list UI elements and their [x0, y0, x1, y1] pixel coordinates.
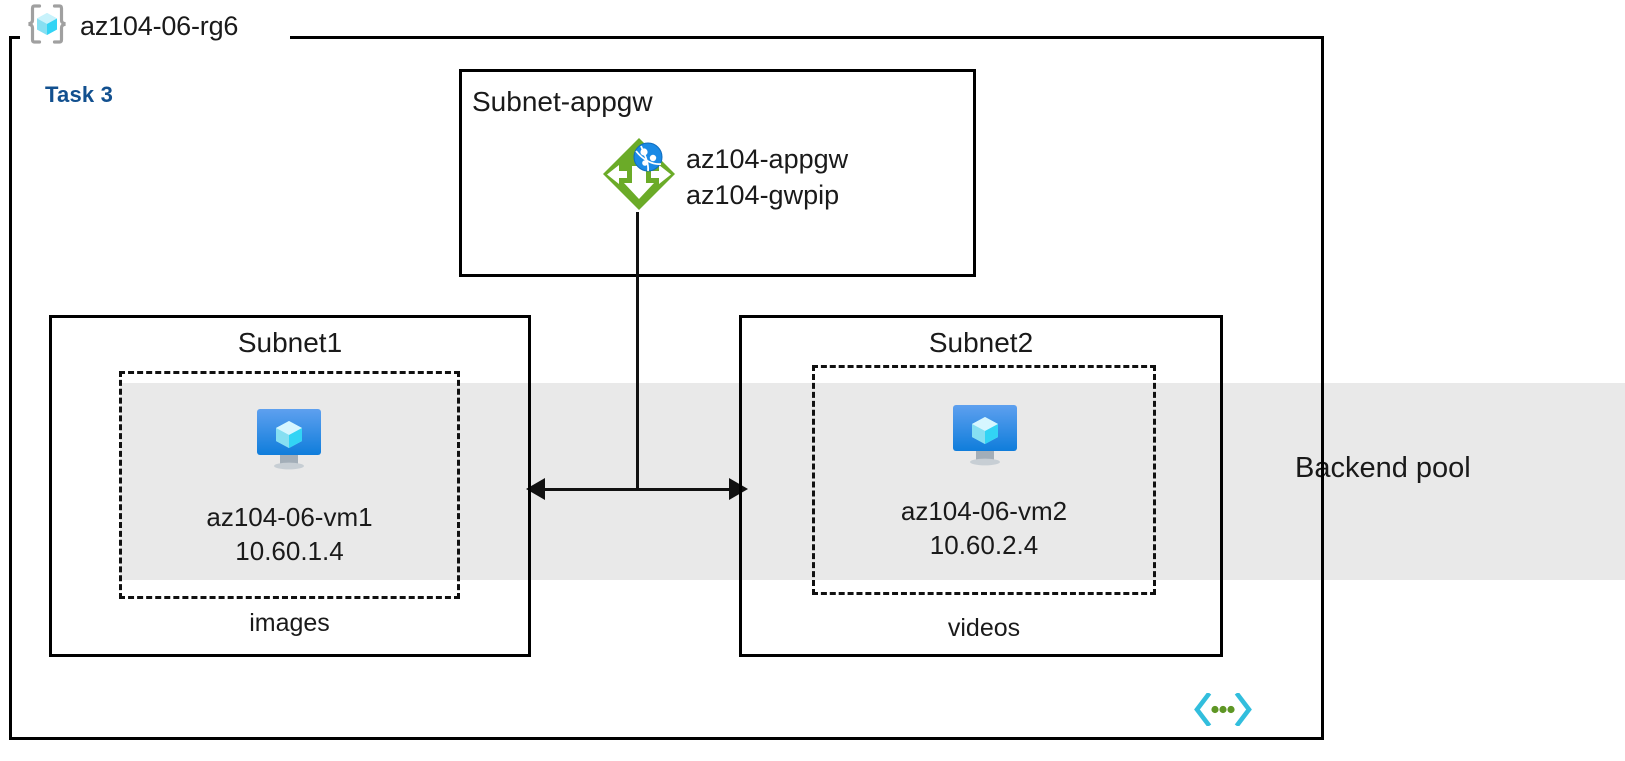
subnet1-box	[49, 315, 531, 657]
subnet-appgw-title: Subnet-appgw	[472, 86, 653, 117]
subnet2-vm-group	[812, 365, 1156, 595]
backend-pool-label: Backend pool	[1295, 452, 1471, 484]
virtual-machine-icon	[948, 402, 1022, 473]
appgw-to-backend-connector	[636, 212, 639, 490]
subnet1-vm-labels: az104-06-vm1 10.60.1.4	[119, 500, 460, 569]
subnet2-box	[739, 315, 1223, 657]
subnet2-title: Subnet2	[928, 327, 1034, 358]
virtual-machine-icon	[252, 406, 326, 477]
application-gateway-labels: az104-appgw az104-gwpip	[686, 142, 848, 214]
subnet1-title: Subnet1	[237, 327, 343, 358]
resource-group-border-top-right	[290, 36, 1324, 39]
vm2-name: az104-06-vm2	[900, 496, 1068, 526]
connector-arrowhead-right	[729, 478, 748, 500]
appgw-public-ip-name: az104-gwpip	[686, 179, 840, 210]
subnet1-vm-group	[119, 371, 460, 599]
subnet1-tier-label: images	[249, 609, 330, 637]
resource-group-name: az104-06-rg6	[80, 11, 239, 41]
subnet2-tier-label: videos	[947, 614, 1021, 642]
application-gateway-icon	[601, 136, 677, 212]
vm1-name: az104-06-vm1	[206, 502, 373, 532]
subnet2-vm-labels: az104-06-vm2 10.60.2.4	[812, 494, 1156, 563]
resource-group-boundary	[9, 38, 1324, 740]
resource-group-header: az104-06-rg6	[20, 3, 245, 50]
task-label: Task 3	[45, 82, 114, 107]
virtual-network-icon	[1194, 691, 1252, 728]
subnet1-subnet2-connector	[533, 488, 740, 491]
resource-group-icon	[26, 3, 68, 50]
appgw-name: az104-appgw	[686, 144, 849, 174]
vm2-ip: 10.60.2.4	[929, 530, 1039, 561]
backend-pool-band	[120, 383, 1625, 580]
subnet-appgw-box	[459, 69, 976, 277]
vm1-ip: 10.60.1.4	[235, 536, 344, 567]
